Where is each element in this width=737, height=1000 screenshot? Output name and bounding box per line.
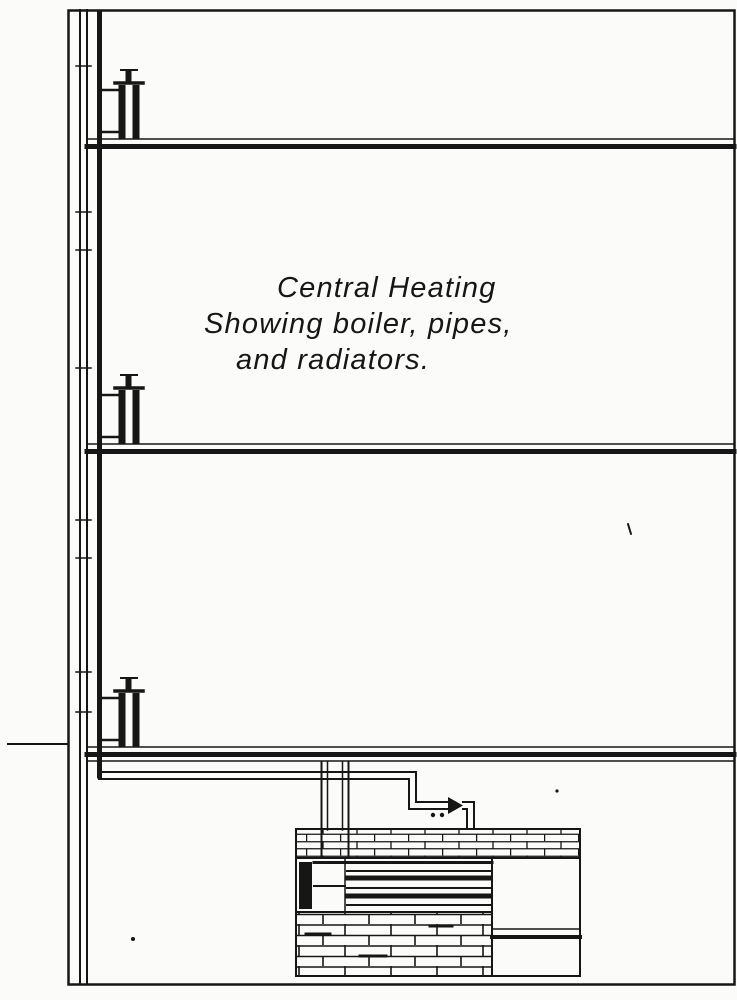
boiler-brick-base (295, 911, 493, 977)
floor-slab-top (84, 138, 737, 149)
boiler-fire-door (299, 862, 312, 909)
caption-line-2: Showing boiler, pipes, (204, 308, 513, 340)
boiler (295, 857, 494, 913)
figure-border (67, 9, 736, 986)
scan-specks (131, 523, 632, 941)
radiator-ground-floor (99, 676, 145, 749)
masonry-band (295, 828, 581, 859)
radiator-middle-floor (99, 373, 145, 446)
radiator-top-floor (99, 68, 145, 141)
basement-supply-pipe (98, 771, 449, 810)
masonry-block-right (490, 857, 582, 977)
check-valve (430, 797, 475, 830)
caption-line-3: and radiators. (236, 344, 430, 376)
floor-slab-middle (84, 443, 737, 454)
floor-slab-ground (84, 746, 737, 762)
caption-line-1: Central Heating (277, 272, 497, 304)
exterior-wall (75, 9, 92, 985)
wall-joint-ticks (75, 65, 92, 713)
